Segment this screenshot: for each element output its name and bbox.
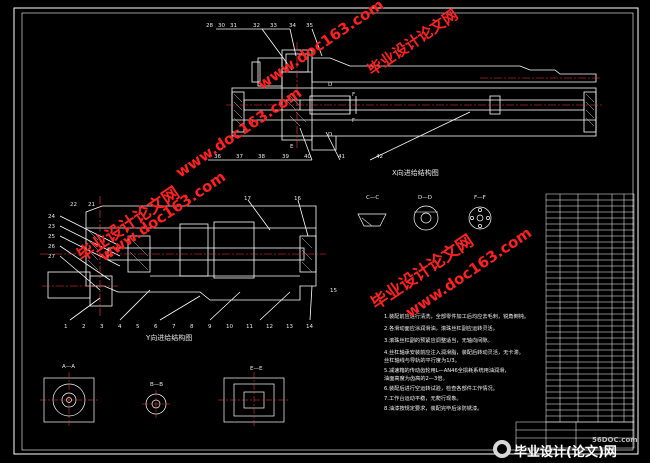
section-centerlines [40, 372, 290, 428]
svg-text:26: 26 [48, 244, 55, 250]
x-cut-marks: D F E F D [290, 82, 355, 150]
svg-text:3.滚珠丝杠副的预紧应调整适当，无轴向间隙。: 3.滚珠丝杠副的预紧应调整适当，无轴向间隙。 [384, 336, 493, 344]
svg-text:D—D: D—D [418, 195, 432, 201]
svg-text:34: 34 [289, 23, 296, 29]
y-axis-assembly [47, 199, 317, 321]
svg-text:16: 16 [294, 196, 301, 202]
svg-text:8: 8 [190, 324, 194, 330]
svg-text:E—E: E—E [250, 366, 263, 372]
svg-text:丝杠轴线与导轨的平行度为1/3。: 丝杠轴线与导轨的平行度为1/3。 [384, 356, 460, 364]
technical-notes: 1.装配前应进行清洗，全部零件加工后均应去毛刺，锐角倒钝。 2.各滑动面应涂润滑… [384, 312, 529, 412]
svg-text:www.doc163.com: www.doc163.com [254, 0, 387, 93]
svg-text:5.减速箱的传动齿轮用L—AN46全损耗系统用油润滑，: 5.减速箱的传动齿轮用L—AN46全损耗系统用油润滑， [384, 366, 510, 374]
svg-text:毕业设计(论文)网: 毕业设计(论文)网 [514, 444, 617, 460]
svg-text:www.doc163.com: www.doc163.com [96, 168, 229, 266]
svg-text:39: 39 [282, 154, 289, 160]
y-callouts-bottom: 1 2 3 4 5 6 7 8 9 10 11 12 13 14 15 [64, 288, 337, 330]
svg-text:56DOC.com: 56DOC.com [592, 436, 638, 444]
svg-text:7: 7 [172, 324, 176, 330]
svg-text:E: E [290, 144, 294, 150]
svg-text:6.装配后进行空运转试验，检查各部件工作情况。: 6.装配后进行空运转试验，检查各部件工作情况。 [384, 384, 498, 392]
svg-text:F: F [352, 92, 355, 98]
svg-text:5: 5 [136, 324, 140, 330]
svg-text:6: 6 [154, 324, 158, 330]
svg-text:33: 33 [270, 23, 277, 29]
svg-text:27: 27 [48, 254, 55, 260]
outer-frame [13, 7, 639, 455]
svg-text:F: F [352, 118, 355, 124]
x-centerlines [226, 42, 604, 150]
svg-text:4: 4 [118, 324, 122, 330]
watermarks: www.doc163.com 毕业设计论文网 www.doc163.com 毕业… [73, 0, 535, 321]
svg-text:22: 22 [70, 202, 77, 208]
inner-frame [21, 12, 634, 451]
svg-text:A—A: A—A [62, 364, 75, 370]
svg-text:1.装配前应进行清洗，全部零件加工后均应去毛刺，锐角倒钝。: 1.装配前应进行清洗，全部零件加工后均应去毛刺，锐角倒钝。 [384, 312, 529, 320]
svg-text:14: 14 [306, 324, 313, 330]
section-details-abe: A—A B—B E—E [43, 364, 285, 423]
svg-text:3: 3 [100, 324, 104, 330]
svg-text:10: 10 [226, 324, 233, 330]
svg-text:B—B: B—B [150, 382, 163, 388]
svg-text:油面高度为齿高的2—3倍。: 油面高度为齿高的2—3倍。 [384, 374, 448, 382]
svg-text:31: 31 [230, 23, 237, 29]
svg-text:17: 17 [244, 196, 251, 202]
parts-list-rows [546, 199, 634, 417]
svg-text:毕业设计论文网: 毕业设计论文网 [364, 6, 461, 80]
footer-logo: 毕业设计(论文)网 56DOC.com [493, 436, 638, 460]
svg-text:C—C: C—C [366, 195, 379, 201]
svg-text:2: 2 [82, 324, 86, 330]
svg-text:D: D [328, 82, 332, 88]
svg-text:8.油漆按规定要求，装配完毕后涂防锈漆。: 8.油漆按规定要求，装配完毕后涂防锈漆。 [384, 404, 482, 412]
svg-text:F—F: F—F [474, 195, 486, 201]
svg-text:7.工作台运动平稳，无爬行现象。: 7.工作台运动平稳，无爬行现象。 [384, 394, 462, 402]
svg-text:D: D [328, 132, 332, 138]
parts-list [545, 193, 635, 423]
svg-text:24: 24 [48, 214, 55, 220]
svg-text:40: 40 [304, 154, 311, 160]
svg-text:32: 32 [253, 23, 260, 29]
svg-text:30: 30 [218, 23, 225, 29]
svg-text:36: 36 [214, 154, 221, 160]
x-hatch [233, 93, 595, 127]
svg-text:23: 23 [48, 224, 55, 230]
svg-text:4.丝杠轴承安装前应注入润滑脂，装配后转动灵活，无卡滞。: 4.丝杠轴承安装前应注入润滑脂，装配后转动灵活，无卡滞。 [384, 348, 524, 356]
x-view-title: X向进给结构图 [392, 168, 439, 177]
svg-text:38: 38 [258, 154, 265, 160]
y-callouts-left: 24 23 25 26 27 22 21 [48, 202, 95, 260]
svg-text:2.各滑动面应涂润滑油，滚珠丝杠副应运转灵活。: 2.各滑动面应涂润滑油，滚珠丝杠副应运转灵活。 [384, 324, 498, 332]
svg-text:11: 11 [246, 324, 253, 330]
svg-text:9: 9 [208, 324, 212, 330]
y-view-title: Y向进给结构图 [145, 333, 192, 342]
svg-text:25: 25 [48, 234, 55, 240]
svg-text:28: 28 [206, 23, 213, 29]
svg-text:13: 13 [286, 324, 293, 330]
svg-text:1: 1 [64, 324, 68, 330]
title-block [515, 421, 635, 449]
y-callouts-top: 17 16 [244, 196, 301, 202]
section-details-cdf: C—C D—D F—F [357, 195, 492, 231]
x-axis-assembly [208, 28, 597, 161]
svg-text:15: 15 [330, 288, 337, 294]
y-centerlines [40, 196, 326, 316]
svg-text:35: 35 [306, 23, 313, 29]
svg-text:12: 12 [266, 324, 273, 330]
svg-text:21: 21 [88, 202, 95, 208]
svg-text:42: 42 [376, 154, 383, 160]
svg-text:41: 41 [338, 154, 345, 160]
svg-text:37: 37 [236, 154, 243, 160]
x-callouts-top: 28 30 31 32 33 34 35 [206, 23, 313, 29]
x-callouts-bottom: 36 37 38 39 40 41 42 [214, 154, 383, 160]
